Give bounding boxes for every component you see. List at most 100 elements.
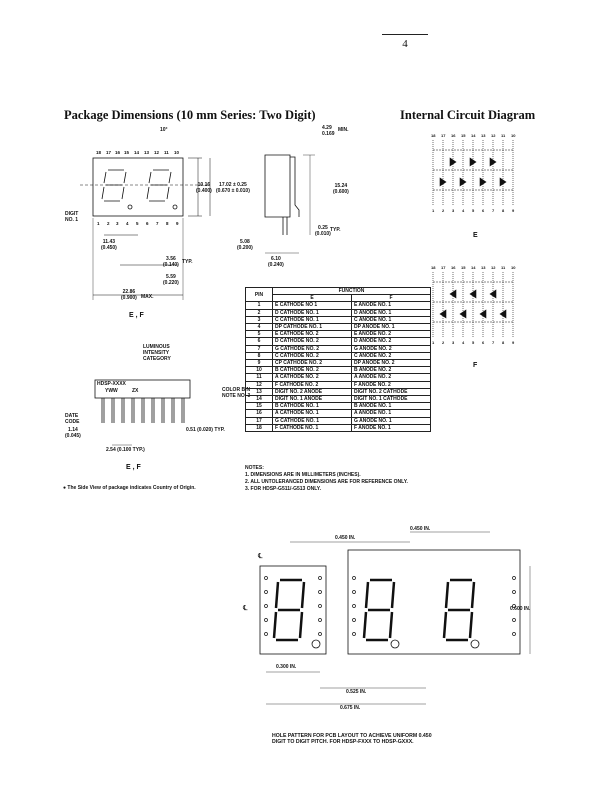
circuit-e-pin-bottom-8: 8 [502, 208, 505, 213]
function-f: DP ANODE NO. 2 [351, 359, 431, 368]
side-dim-429: 4.29 0.169 [322, 125, 335, 137]
function-e: A CATHODE NO. 1 [272, 409, 352, 418]
page-number: 4 [402, 38, 408, 50]
pcb-dim-450: 0.450 IN. [410, 526, 431, 532]
front-dim-pitch: 11.43 (0.450) [101, 239, 117, 251]
pin-number: 11 [245, 373, 273, 382]
pcb-centerline-1: ℄ [258, 553, 263, 560]
bottom-part-number: HDSP-XXXX [97, 381, 126, 387]
pin-number: 7 [245, 344, 273, 353]
internal-circuit-heading: Internal Circuit Diagram [400, 108, 536, 122]
function-f: F ANODE NO. 2 [351, 380, 431, 389]
function-f: F ANODE NO. 1 [351, 423, 431, 433]
function-f: C ANODE NO. 1 [351, 315, 431, 325]
circuit-e-pin-top-1: 18 [431, 133, 436, 138]
pin-number: 18 [245, 423, 273, 433]
circuit-f-pin-bottom-9: 9 [512, 340, 515, 345]
circuit-f-pin-bottom-7: 7 [492, 340, 495, 345]
bottom-dim-254: 2.54 (0.100 TYP.) [106, 447, 145, 453]
circuit-f-pin-bottom-8: 8 [502, 340, 505, 345]
circuit-e-pin-bottom-4: 4 [462, 208, 465, 213]
function-f: E ANODE NO. 1 [351, 301, 431, 310]
pin-number: 8 [245, 351, 273, 361]
note-2: 2. ALL UNTOLERANCED DIMENSIONS ARE FOR R… [245, 479, 408, 485]
function-e: DIGIT NO. 2 ANODE [272, 387, 352, 397]
function-e: D CATHODE NO. 2 [272, 337, 352, 346]
function-e: C CATHODE NO. 1 [272, 315, 352, 325]
circuit-f-pin-bottom-5: 5 [472, 340, 475, 345]
digit-2-segments [146, 169, 172, 202]
side-package-outline [264, 154, 291, 218]
pin-number: 9 [245, 359, 273, 368]
function-e: DIGIT NO. 1 ANODE [272, 395, 352, 404]
function-e: DP CATHODE NO. 1 [272, 323, 352, 332]
note-1: 1. DIMENSIONS ARE IN MILLIMETERS (INCHES… [245, 472, 361, 478]
pcb-centerline-2: ℄ [243, 605, 248, 612]
front-pin-bottom-1: 1 [97, 221, 100, 226]
bottom-dim-051: 0.51 (0.020) TYP. [186, 427, 225, 433]
pcb-hole-pattern-drawing [259, 531, 531, 705]
front-pin-bottom-7: 7 [156, 221, 159, 226]
column-f-header: F [351, 294, 431, 303]
column-e-header: E [272, 294, 352, 303]
pcb-single-digit-outline [259, 565, 327, 655]
pin-number: 10 [245, 366, 273, 375]
pin-number: 3 [245, 315, 273, 325]
circuit-e-pin-top-4: 15 [461, 133, 466, 138]
pcb-dual-digit-outline [347, 549, 521, 655]
front-pin-top-8: 11 [164, 150, 169, 155]
pin-number: 12 [245, 380, 273, 389]
pin-number: 15 [245, 402, 273, 411]
side-dim-1524: 15.24 (0.600) [333, 183, 349, 195]
front-pin-bottom-2: 2 [107, 221, 110, 226]
circuit-f-pin-bottom-2: 2 [442, 340, 445, 345]
front-pin-top-9: 10 [174, 150, 180, 155]
function-e: F CATHODE NO. 2 [272, 380, 352, 389]
side-dim-typ: TYP. [330, 227, 341, 233]
front-pin-bottom-9: 9 [176, 221, 179, 226]
circuit-f-pin-top-3: 16 [451, 265, 456, 270]
pcb-holes [264, 576, 516, 636]
function-e: A CATHODE NO. 2 [272, 373, 352, 382]
function-e: G CATHODE NO. 2 [272, 344, 352, 353]
notes-block: NOTES: 1. DIMENSIONS ARE IN MILLIMETERS … [245, 465, 408, 493]
bottom-view-caption: E , F [126, 464, 141, 471]
digit-no-label: DIGIT NO. 1 [65, 211, 79, 223]
function-e: E CATHODE NO. 2 [272, 330, 352, 339]
front-pin-bottom-4: 4 [126, 221, 129, 226]
function-f: A ANODE NO. 2 [351, 373, 431, 382]
front-dim-559: 5.59 (0.220) [163, 274, 179, 286]
front-dim-segment: 17.02 ± 0.25 (0.670 ± 0.010) [216, 182, 250, 194]
pin-number: 1 [245, 301, 273, 310]
side-view-note: ● The Side View of package indicates Cou… [63, 485, 196, 491]
circuit-e-pin-top-3: 16 [451, 133, 456, 138]
bottom-package-outline [94, 379, 191, 399]
front-dim-width: 22.86 (0.900) [121, 289, 137, 301]
function-e: CP CATHODE NO. 2 [272, 359, 352, 368]
side-dim-508: 5.08 (0.200) [237, 239, 253, 251]
function-f: DP ANODE NO. 1 [351, 323, 431, 332]
bottom-pins [101, 398, 185, 423]
circuit-e-pin-top-6: 13 [481, 133, 486, 138]
pcb-dim-300: 0.300 IN. [276, 664, 297, 670]
circuit-e-pin-top-5: 14 [471, 133, 476, 138]
circuit-e-pin-top-9: 10 [511, 133, 516, 138]
bottom-dim-114: 1.14 (0.045) [65, 427, 81, 439]
pcb-caption: HOLE PATTERN FOR PCB LAYOUT TO ACHIEVE U… [272, 733, 432, 745]
function-f: B ANODE NO. 1 [351, 402, 431, 411]
circuit-e-pin-bottom-5: 5 [472, 208, 475, 213]
digit-1-segments [101, 169, 127, 202]
circuit-e-pin-bottom-6: 6 [482, 208, 485, 213]
front-dim-356: 3.56 (0.140) [163, 256, 179, 268]
front-dim-max: MAX. [141, 294, 154, 300]
